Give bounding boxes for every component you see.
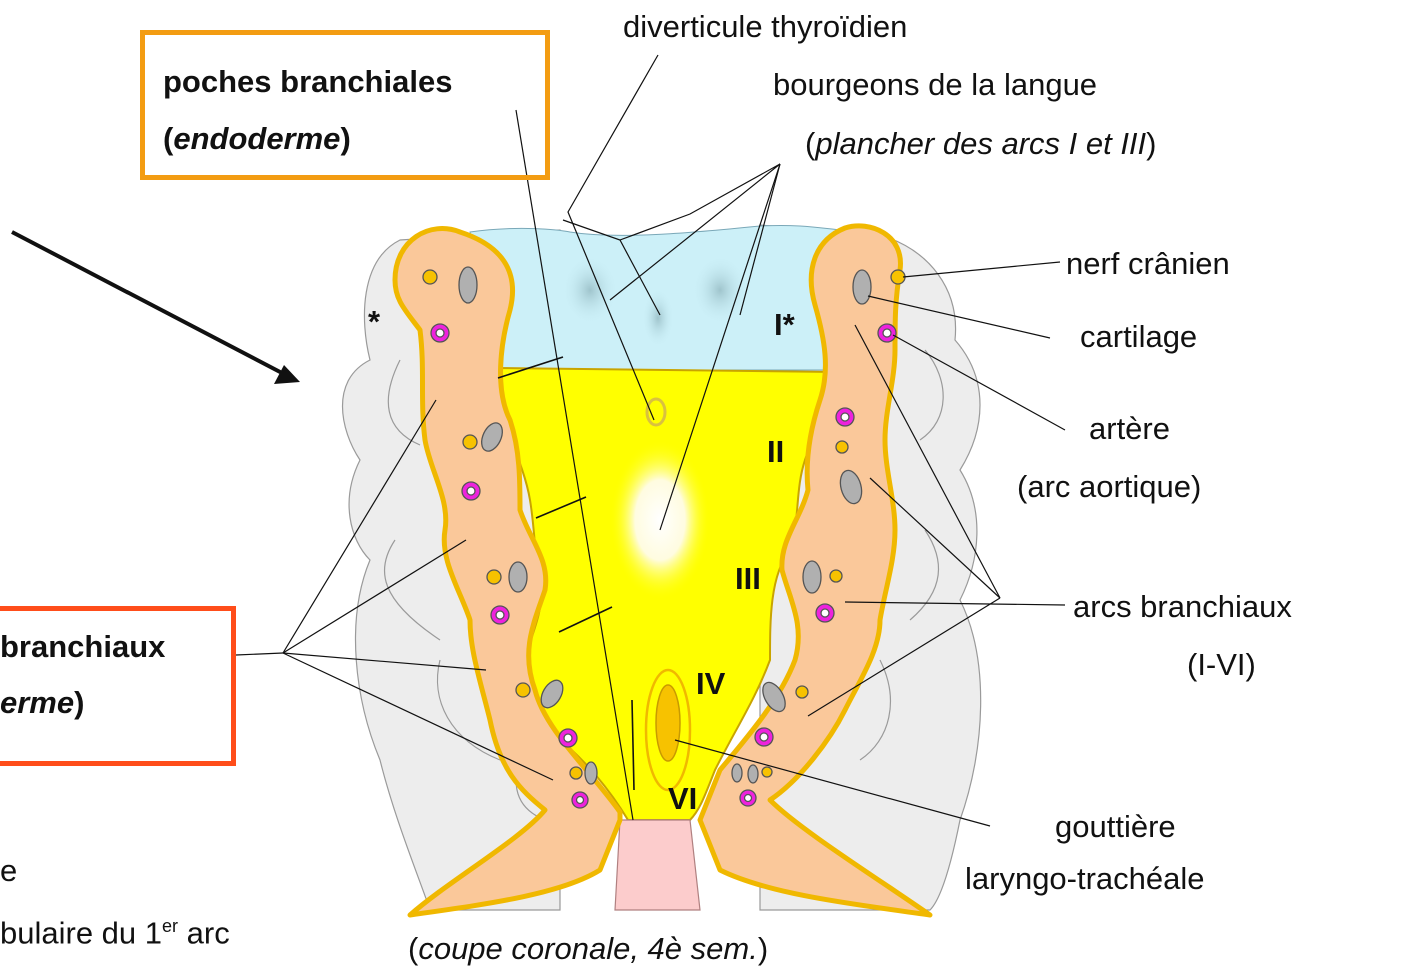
tongue-bud-center (642, 288, 674, 348)
poches-title: poches branchiales (163, 63, 452, 101)
numeral-VI: VI (668, 781, 697, 816)
left-bottom-line-2: bulaire du 1er arc (0, 907, 230, 952)
pointer-arrow-line (12, 232, 282, 373)
label-diverticule: diverticule thyroïdien (623, 8, 907, 46)
numeral-I-star: I* (774, 307, 796, 342)
left-bottom-line-1: e (0, 852, 17, 890)
numeral-II: II (767, 434, 784, 469)
numeral-IV: IV (696, 666, 726, 701)
label-bourgeons: bourgeons de la langue (773, 66, 1097, 104)
numeral-star-left: * (368, 304, 381, 339)
numeral-III: III (735, 561, 761, 596)
label-arcs: arcs branchiaux (1073, 588, 1292, 626)
pointer-arrowhead (274, 365, 300, 384)
label-arcs-range: (I-VI) (1187, 646, 1256, 684)
label-plancher: (plancher des arcs I et III) (805, 125, 1156, 163)
arcs-box-title: branchiaux (0, 628, 165, 666)
label-cartilage: cartilage (1080, 318, 1197, 356)
poches-subtitle: (endoderme) (163, 120, 351, 158)
central-glow (610, 440, 710, 600)
label-laryngo: laryngo-trachéale (965, 860, 1205, 898)
arcs-box-subtitle: erme) (0, 684, 84, 722)
trachea (615, 820, 700, 910)
label-nerf: nerf crânien (1066, 245, 1230, 283)
label-gouttiere: gouttière (1055, 808, 1176, 846)
label-artere: artère (1089, 410, 1170, 448)
label-arc-aortique: (arc aortique) (1017, 468, 1201, 506)
caption-coupe: (coupe coronale, 4è sem.) (408, 930, 768, 968)
